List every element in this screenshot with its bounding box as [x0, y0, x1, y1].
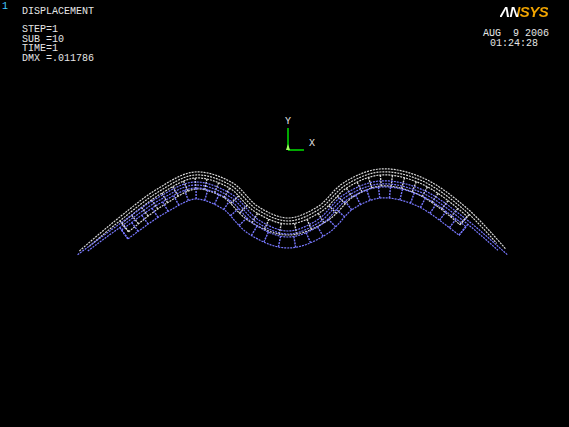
ansys-logo: ΛNSYS — [500, 4, 548, 19]
undeformed-shape — [79, 169, 506, 254]
mesh-line — [163, 202, 168, 212]
time-info: TIME=1 — [22, 44, 58, 54]
mesh-line — [430, 204, 436, 213]
mesh-line — [185, 190, 189, 200]
mesh-line — [367, 190, 371, 200]
mesh-line — [278, 236, 280, 247]
mesh-line — [88, 184, 498, 251]
mesh-line — [132, 223, 139, 232]
mesh-line — [214, 194, 219, 204]
axis-origin — [286, 144, 290, 150]
mesh-line — [78, 181, 508, 255]
mesh-line — [230, 208, 238, 215]
mesh-line — [449, 219, 456, 228]
mesh-line — [306, 233, 310, 243]
mesh-line — [205, 179, 207, 190]
mesh-line — [122, 187, 466, 237]
step-info: STEP=1 — [22, 25, 58, 35]
date-stamp: AUG 9 2006 — [483, 29, 549, 39]
mesh-line — [355, 195, 360, 205]
mesh-line — [378, 187, 379, 198]
mesh-line — [459, 224, 468, 235]
mesh-line — [294, 236, 296, 247]
mesh-line — [389, 187, 390, 198]
mesh-line — [440, 211, 447, 220]
mesh-shapes — [78, 169, 508, 258]
mesh-line — [224, 200, 230, 209]
guide-curve — [82, 173, 503, 254]
result-title: DISPLACEMENT — [22, 7, 94, 17]
mesh-line — [264, 232, 269, 242]
mesh-line — [128, 198, 459, 248]
mesh-line — [174, 196, 179, 206]
mesh-line — [142, 215, 148, 224]
time-stamp: 01:24:28 — [490, 39, 538, 49]
mesh-line — [195, 188, 196, 199]
mesh-line — [410, 193, 414, 203]
mesh-line — [420, 198, 425, 208]
mesh-line — [89, 172, 497, 247]
mesh-line — [400, 189, 403, 200]
mesh-line — [152, 208, 158, 217]
x-axis — [288, 149, 304, 151]
axis-label: Y — [285, 117, 291, 127]
mesh-line — [328, 219, 336, 227]
mesh-line — [318, 227, 324, 236]
mesh-line — [120, 227, 128, 238]
deformed-shape — [78, 181, 508, 258]
mesh-line — [205, 190, 208, 201]
guide-curve — [80, 185, 505, 258]
window-number: 1 — [2, 2, 8, 12]
mesh-line — [251, 226, 257, 235]
max-displacement: DMX =.011786 — [22, 54, 94, 64]
mesh-line — [79, 169, 506, 251]
mesh-line — [345, 201, 352, 210]
axis-label: X — [309, 139, 315, 149]
mesh-line — [336, 210, 344, 217]
mesh-line — [194, 178, 196, 189]
mesh-line — [239, 218, 247, 226]
